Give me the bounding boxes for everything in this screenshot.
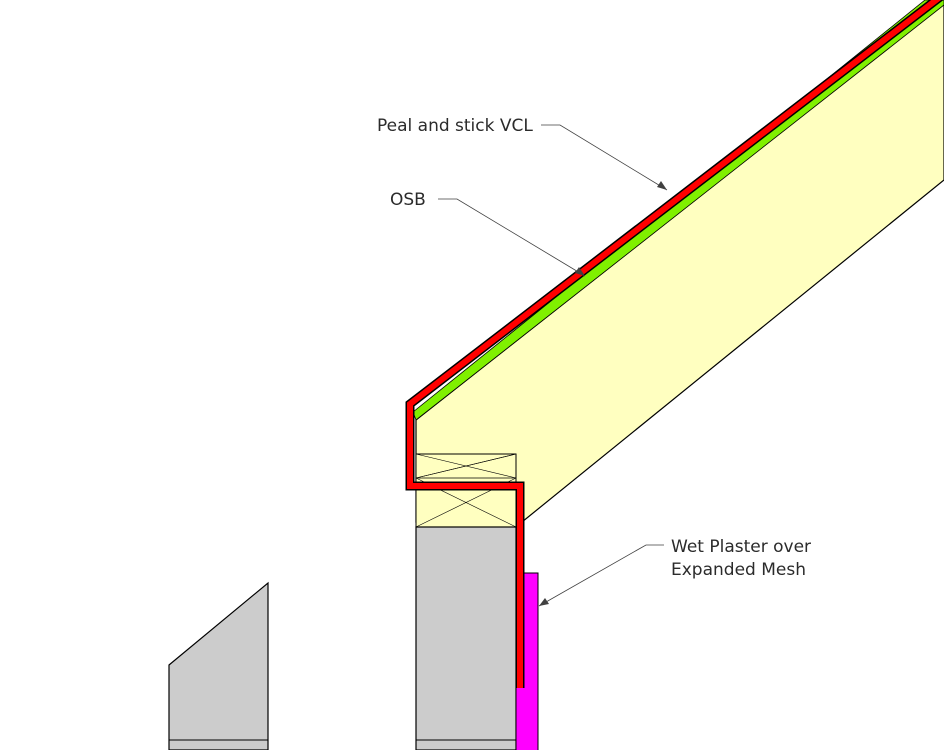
osb-leader-line [438, 198, 586, 277]
label-wet-plaster-line2: Expanded Mesh [671, 560, 806, 580]
plaster-leader-line [538, 544, 664, 607]
left-masonry-block [168, 581, 269, 750]
label-wet-plaster-line1: Wet Plaster over [671, 537, 811, 557]
roof-insulation-panel [415, 3, 944, 523]
label-peal-and-stick-vcl: Peal and stick VCL [377, 116, 533, 136]
vcl-membrane [405, 0, 944, 688]
osb-leader-arrow [575, 267, 585, 276]
leader-lines [438, 124, 668, 607]
plaster-leader-arrow [539, 598, 549, 606]
label-osb: OSB [390, 190, 426, 210]
vcl-leader-line [541, 124, 668, 191]
vcl-leader-arrow [657, 181, 667, 190]
masonry-wall [415, 526, 517, 750]
